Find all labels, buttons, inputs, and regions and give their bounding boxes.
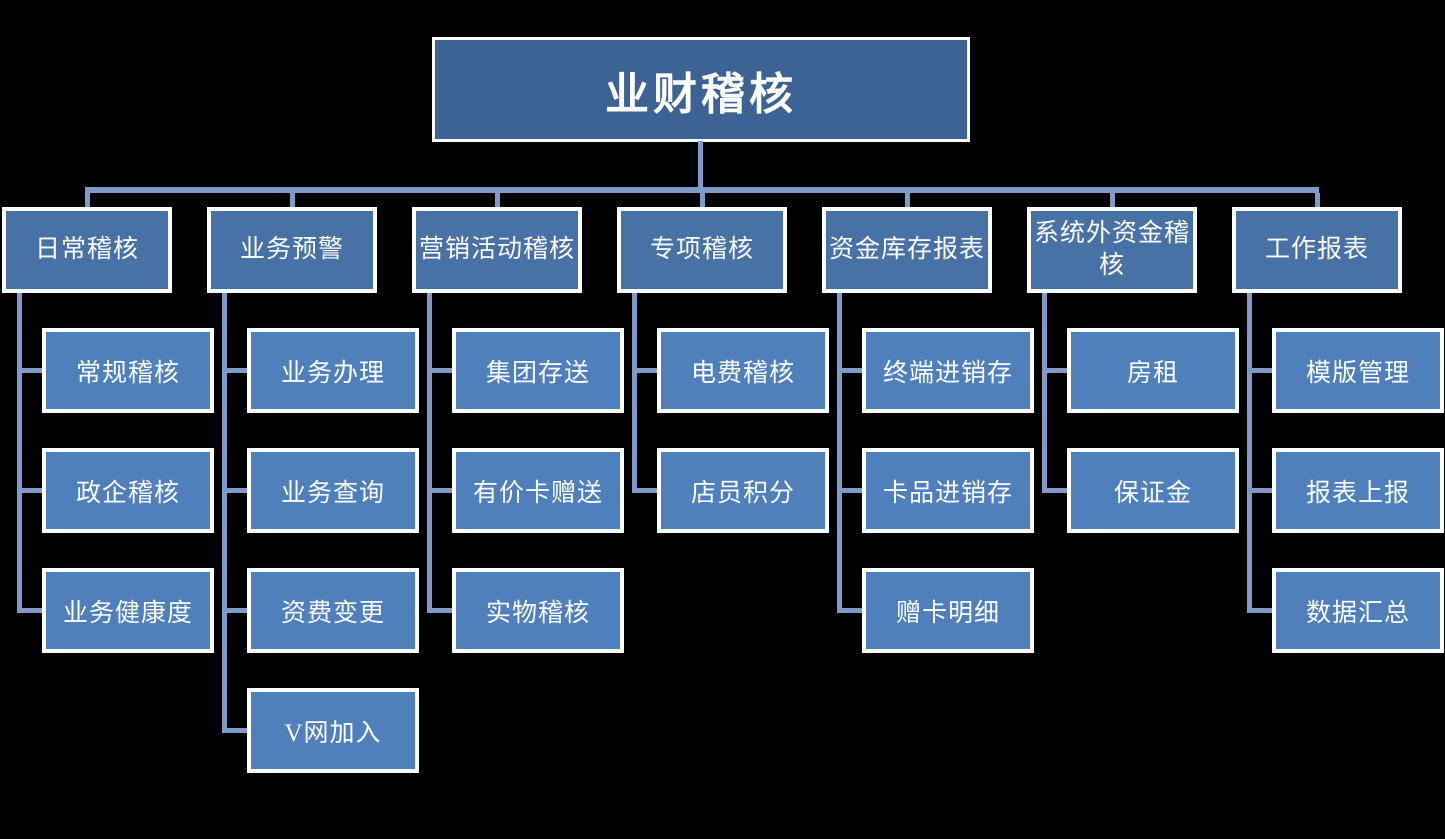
connector-elbow xyxy=(1047,368,1068,373)
connector-elbow xyxy=(637,368,658,373)
leaf-node: 业务办理 xyxy=(247,328,419,413)
connector-elbow xyxy=(1252,488,1273,493)
branch-node: 资金库存报表 xyxy=(822,207,992,293)
connector-trunk xyxy=(632,293,637,493)
branch-node: 业务预警 xyxy=(207,207,377,293)
branch-node: 工作报表 xyxy=(1232,207,1402,293)
connector-elbow xyxy=(842,368,863,373)
connector-elbow xyxy=(22,368,43,373)
connector-branch-stub xyxy=(290,193,295,209)
connector-branch-stub xyxy=(495,193,500,209)
connector-elbow xyxy=(227,728,248,733)
leaf-node: 报表上报 xyxy=(1272,448,1444,533)
leaf-node: V网加入 xyxy=(247,688,419,773)
connector-trunk xyxy=(837,293,842,613)
root-node: 业财稽核 xyxy=(432,37,970,142)
leaf-node: 房租 xyxy=(1067,328,1239,413)
leaf-node: 资费变更 xyxy=(247,568,419,653)
leaf-node: 业务查询 xyxy=(247,448,419,533)
connector-trunk xyxy=(427,293,432,613)
connector-elbow xyxy=(842,608,863,613)
connector-branch-stub xyxy=(905,193,910,209)
leaf-node: 赠卡明细 xyxy=(862,568,1034,653)
connector-branch-stub xyxy=(1315,193,1320,209)
leaf-node: 集团存送 xyxy=(452,328,624,413)
connector-elbow xyxy=(432,488,453,493)
connector-elbow xyxy=(22,608,43,613)
connector-elbow xyxy=(1252,608,1273,613)
leaf-node: 保证金 xyxy=(1067,448,1239,533)
connector-trunk xyxy=(1042,293,1047,493)
connector-branch-stub xyxy=(1110,193,1115,209)
connector-elbow xyxy=(227,488,248,493)
connector-elbow xyxy=(842,488,863,493)
connector-trunk xyxy=(222,293,227,733)
connector-branch-stub xyxy=(85,193,90,209)
connector-top-rail xyxy=(85,187,1319,193)
leaf-node: 常规稽核 xyxy=(42,328,214,413)
connector-root-stub xyxy=(698,141,703,187)
connector-trunk xyxy=(17,293,22,613)
leaf-node: 数据汇总 xyxy=(1272,568,1444,653)
connector-elbow xyxy=(432,368,453,373)
connector-elbow xyxy=(1252,368,1273,373)
leaf-node: 模版管理 xyxy=(1272,328,1444,413)
connector-elbow xyxy=(22,488,43,493)
connector-elbow xyxy=(1047,488,1068,493)
connector-elbow xyxy=(227,368,248,373)
branch-node: 营销活动稽核 xyxy=(412,207,582,293)
leaf-node: 业务健康度 xyxy=(42,568,214,653)
leaf-node: 实物稽核 xyxy=(452,568,624,653)
branch-node: 专项稽核 xyxy=(617,207,787,293)
leaf-node: 卡品进销存 xyxy=(862,448,1034,533)
leaf-node: 终端进销存 xyxy=(862,328,1034,413)
leaf-node: 有价卡赠送 xyxy=(452,448,624,533)
leaf-node: 店员积分 xyxy=(657,448,829,533)
leaf-node: 电费稽核 xyxy=(657,328,829,413)
leaf-node: 政企稽核 xyxy=(42,448,214,533)
connector-elbow xyxy=(637,488,658,493)
connector-elbow xyxy=(227,608,248,613)
connector-elbow xyxy=(432,608,453,613)
branch-node: 系统外资金稽核 xyxy=(1027,207,1197,293)
branch-node: 日常稽核 xyxy=(2,207,172,293)
connector-branch-stub xyxy=(700,193,705,209)
connector-trunk xyxy=(1247,293,1252,613)
